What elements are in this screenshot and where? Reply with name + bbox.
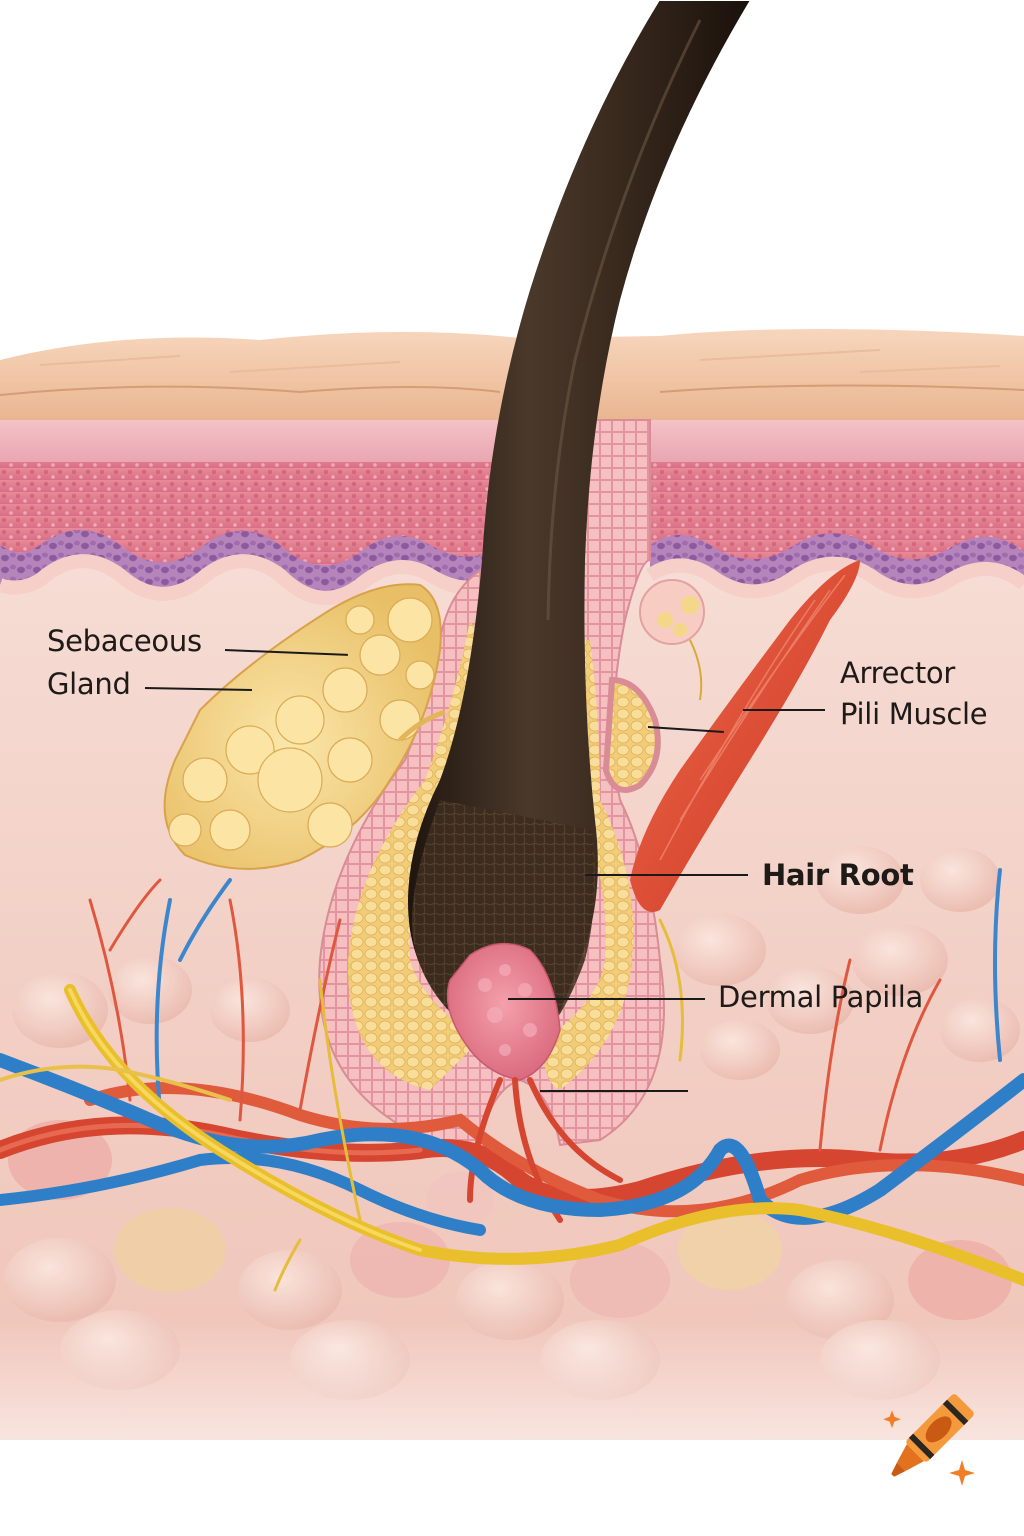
leader-bulb-unlabeled bbox=[540, 1090, 688, 1092]
arrector-pili-muscle bbox=[630, 560, 860, 912]
leader-hair-root bbox=[585, 874, 748, 876]
small-sebaceous-pouch bbox=[602, 676, 661, 793]
label-gland: Gland bbox=[47, 667, 131, 701]
leader-arrector-muscle bbox=[743, 709, 825, 711]
dermal-papilla bbox=[446, 942, 561, 1081]
label-arrector: Arrector bbox=[840, 656, 955, 690]
sebaceous-acini bbox=[168, 597, 435, 851]
label-sebaceous: Sebaceous bbox=[47, 624, 202, 658]
label-dermal-papilla: Dermal Papilla bbox=[718, 980, 923, 1014]
hair-shaft bbox=[408, 0, 750, 1040]
small-gland-lobule bbox=[639, 579, 705, 645]
basal-layer-left bbox=[0, 530, 500, 598]
leader-dermal-papilla bbox=[508, 998, 705, 1000]
stratum-granulosum bbox=[0, 420, 500, 462]
label-hair-root: Hair Root bbox=[762, 858, 914, 892]
vessels bbox=[0, 868, 1024, 1292]
crayon-sparkle-icon bbox=[883, 1394, 975, 1486]
stratum-spinosum-right bbox=[650, 462, 1024, 577]
label-pili-muscle: Pili Muscle bbox=[840, 697, 988, 731]
